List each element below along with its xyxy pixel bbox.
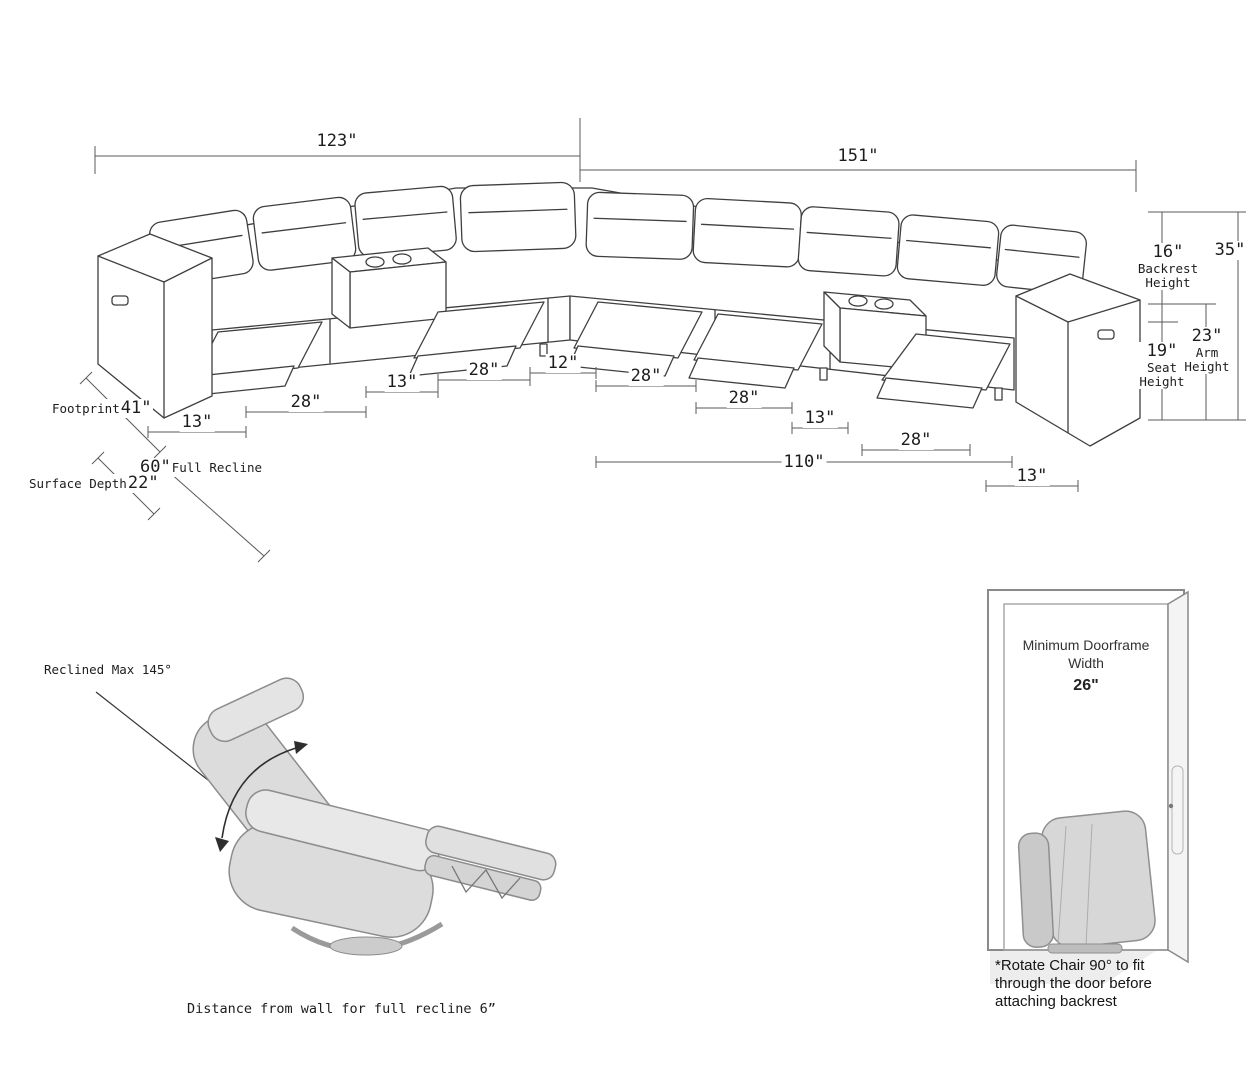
seat-height-label-2: Height bbox=[1139, 374, 1185, 390]
surface-depth-label: Surface Depth bbox=[29, 476, 127, 491]
dim-segment-4: 12" bbox=[545, 353, 581, 374]
rotate-note-line-1: *Rotate Chair 90° to fit bbox=[995, 957, 1145, 974]
dim-segment-9: 13" bbox=[1014, 466, 1050, 487]
rotate-chair-note: *Rotate Chair 90° to fit through the doo… bbox=[995, 957, 1152, 1011]
open-door-leaf bbox=[1167, 590, 1189, 964]
dim-segment-5: 28" bbox=[628, 366, 664, 387]
right-armrest bbox=[1015, 273, 1141, 447]
dimension-lines bbox=[79, 118, 1246, 563]
arm-height-label-1: Arm bbox=[1195, 345, 1219, 361]
dim-segment-3: 28" bbox=[466, 360, 502, 381]
dim-segment-1: 28" bbox=[288, 392, 324, 413]
seat-height-label-1: Seat bbox=[1146, 360, 1178, 376]
dim-segment-7: 13" bbox=[802, 408, 838, 429]
dim-segment-0: 13" bbox=[179, 412, 215, 433]
doorframe-caption: Minimum Doorframe Width 26" bbox=[1023, 637, 1150, 696]
surface-depth-value: 22" bbox=[127, 473, 159, 493]
rotate-note-line-2: through the door before bbox=[995, 975, 1152, 992]
rotated-chair-drawing bbox=[1017, 810, 1156, 954]
dim-right-run-total: 110" bbox=[781, 452, 827, 473]
footprint-label: Footprint bbox=[52, 401, 120, 416]
dim-width-right: 151" bbox=[835, 146, 881, 167]
dim-segment-2: 13" bbox=[384, 372, 420, 393]
arm-height-value: 23" bbox=[1191, 326, 1223, 346]
rotation-arrow-icon bbox=[215, 741, 308, 852]
dim-backrest-height: 16" Backrest Height bbox=[1135, 242, 1201, 291]
dim-width-left: 123" bbox=[314, 131, 360, 152]
dim-segment-8: 28" bbox=[898, 430, 934, 451]
dim-full-recline: 60"Full Recline bbox=[138, 457, 265, 478]
dim-segment-6: 28" bbox=[726, 388, 762, 409]
recline-angle-note: Reclined Max 145° bbox=[44, 662, 172, 677]
full-recline-value: 60" bbox=[140, 457, 171, 477]
min-doorframe-line-2: Width bbox=[1068, 654, 1104, 671]
seat-height-value: 19" bbox=[1146, 341, 1178, 361]
backrest-height-label-2: Height bbox=[1145, 275, 1191, 291]
sectional-sofa-drawing bbox=[97, 181, 1141, 447]
left-armrest bbox=[97, 233, 213, 419]
doorframe-drawing bbox=[987, 589, 1189, 984]
arm-height-label-2: Height bbox=[1184, 359, 1230, 375]
rotate-note-line-3: attaching backrest bbox=[995, 993, 1117, 1010]
dim-seat-height: 19" Seat Height bbox=[1137, 341, 1187, 390]
wall-distance-note: Distance from wall for full recline 6” bbox=[187, 1001, 496, 1017]
recliner-drawing bbox=[95, 677, 557, 956]
full-recline-label: Full Recline bbox=[171, 460, 263, 475]
backrest-height-label-1: Backrest bbox=[1137, 261, 1199, 277]
footprint-value: 41" bbox=[120, 398, 152, 418]
dim-overall-height: 35" bbox=[1212, 240, 1248, 261]
dim-arm-height: 23" Arm Height bbox=[1182, 326, 1232, 375]
console-left bbox=[331, 247, 447, 329]
min-doorframe-value: 26" bbox=[1073, 677, 1099, 694]
min-doorframe-line-1: Minimum Doorframe bbox=[1022, 637, 1150, 653]
backrest-height-value: 16" bbox=[1152, 242, 1184, 262]
